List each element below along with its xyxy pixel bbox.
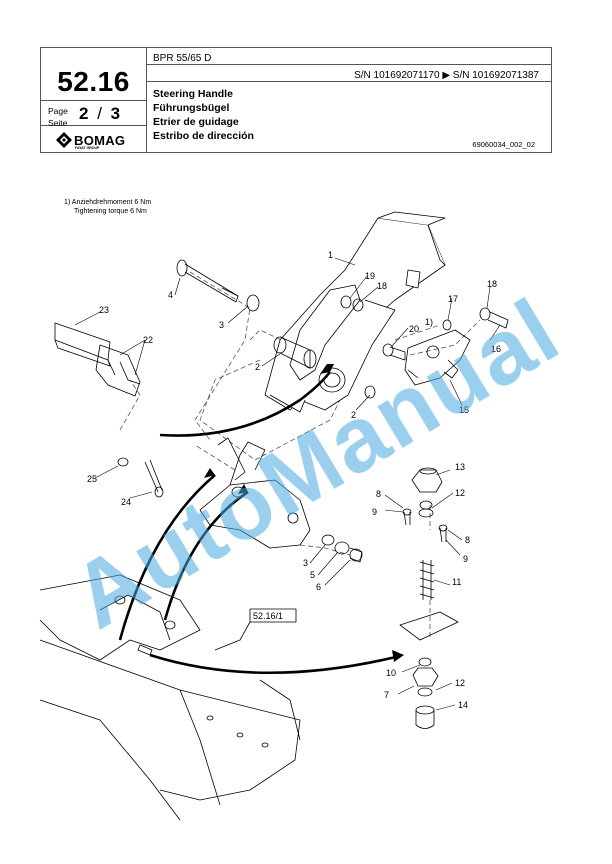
part-label: 10	[386, 668, 396, 678]
part-label: 23	[99, 305, 109, 315]
part-label: 7	[384, 690, 389, 700]
handle-block-part-23	[54, 322, 141, 397]
bracket-part-15	[404, 329, 471, 386]
part-label: 8	[376, 489, 381, 499]
part-label: 15	[459, 405, 469, 415]
steering-handle-part	[264, 211, 446, 413]
serial-range: S/N 101692071170 ▶ S/N 101692071387	[354, 70, 539, 81]
part-label: 9	[372, 507, 377, 517]
part-label: 16	[491, 344, 501, 354]
part-label: 6	[316, 582, 321, 592]
part-label: 12	[455, 488, 465, 498]
part-label: 22	[143, 335, 153, 345]
part-label: 19	[365, 271, 375, 281]
part-label: 5	[310, 570, 315, 580]
title-en: Steering Handle	[153, 88, 233, 100]
torque-note: 1) Anziehdrehmoment 6 Nm Tightening torq…	[64, 198, 151, 216]
page-number: 52.16	[57, 66, 130, 97]
page-current: 2	[79, 104, 89, 123]
assembly-arrows	[118, 371, 401, 675]
chassis-frame	[39, 574, 301, 821]
reference-label: 52.16/1	[253, 611, 283, 621]
part-label: 11	[452, 577, 461, 587]
part-label: 2	[255, 362, 260, 372]
part-label: 18	[487, 279, 497, 289]
part-label: 9	[463, 554, 468, 564]
machine-model: BPR 55/65 D	[153, 53, 212, 64]
part-label: 20	[409, 324, 419, 334]
page-label-de: Seite	[48, 118, 68, 128]
part-label: 3	[219, 320, 224, 330]
part-label: 14	[458, 700, 468, 710]
part-labels: 1 19 18 17 18 16 20 1) 15 23 22 4 3 2 2 …	[87, 250, 501, 710]
part-label: 17	[448, 294, 458, 304]
document-number: 69060034_002_02	[472, 140, 535, 149]
page-separator: /	[97, 104, 102, 123]
part-label: 4	[168, 290, 173, 300]
parts-page-header: 52.16 Page Seite 2 / 3 BOMAG FAYAT GROUP…	[40, 47, 552, 153]
page-total: 3	[110, 104, 121, 123]
torque-note-line-de: 1) Anziehdrehmoment 6 Nm	[64, 199, 152, 206]
part-label: 1	[328, 250, 333, 260]
page-label: Page	[48, 106, 68, 116]
part-label: 18	[377, 281, 387, 291]
part-label: 8	[465, 535, 470, 545]
part-label: 2	[351, 410, 356, 420]
part-label: 1)	[425, 317, 433, 327]
part-label: 13	[455, 462, 465, 472]
part-label: 12	[455, 678, 465, 688]
brand-name: BOMAG	[74, 133, 126, 148]
mounting-frame	[199, 437, 311, 549]
part-label: 3	[303, 558, 308, 568]
torque-note-line-en: Tightening torque 6 Nm	[74, 208, 147, 215]
title-de: Führungsbügel	[153, 102, 230, 114]
page-fraction: 2 / 3	[79, 104, 120, 124]
title-es: Estribo de dirección	[153, 130, 254, 142]
title-fr: Etrier de guidage	[153, 116, 239, 128]
spring-damper-assembly	[399, 467, 459, 729]
part-label: 24	[121, 497, 131, 507]
bomag-logo-icon	[56, 132, 72, 148]
brand-subtitle: FAYAT GROUP	[75, 146, 100, 150]
part-label: 25	[87, 474, 97, 484]
